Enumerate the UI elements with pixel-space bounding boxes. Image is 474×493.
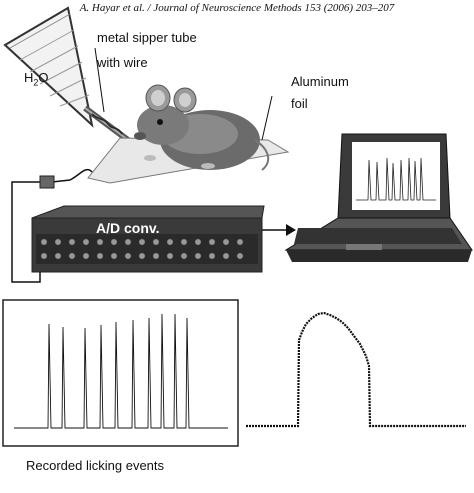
sipper-label-line2: with wire [97, 55, 148, 70]
licking-event-expanded [246, 311, 466, 428]
laptop [284, 133, 473, 262]
water-label-h: H [24, 70, 34, 85]
foil-pointer-line [261, 95, 273, 141]
laptop-screen-trace [356, 157, 436, 201]
sipper-label-line1: metal sipper tube [97, 30, 197, 45]
water-bottle [3, 6, 94, 128]
metal-sipper-tube [83, 105, 130, 143]
foil-label-line2: foil [291, 96, 308, 111]
signal-arrow [262, 224, 296, 236]
water-label: H2O [24, 70, 49, 88]
recorded-events-panel [2, 299, 239, 447]
recorded-events-caption: Recorded licking events [26, 458, 165, 473]
page-header-citation: A. Hayar et al. / Journal of Neuroscienc… [79, 2, 395, 14]
water-label-o: O [38, 70, 49, 85]
mouse [134, 84, 270, 171]
sipper-pointer-line [94, 47, 105, 113]
converter-label: A/D conv. [96, 220, 160, 236]
licking-trace-short [14, 313, 228, 429]
foil-label-line1: Aluminum [291, 74, 349, 89]
wire-connector [39, 175, 55, 189]
ad-converter [31, 205, 265, 273]
water-label-sub: 2 [33, 77, 39, 88]
